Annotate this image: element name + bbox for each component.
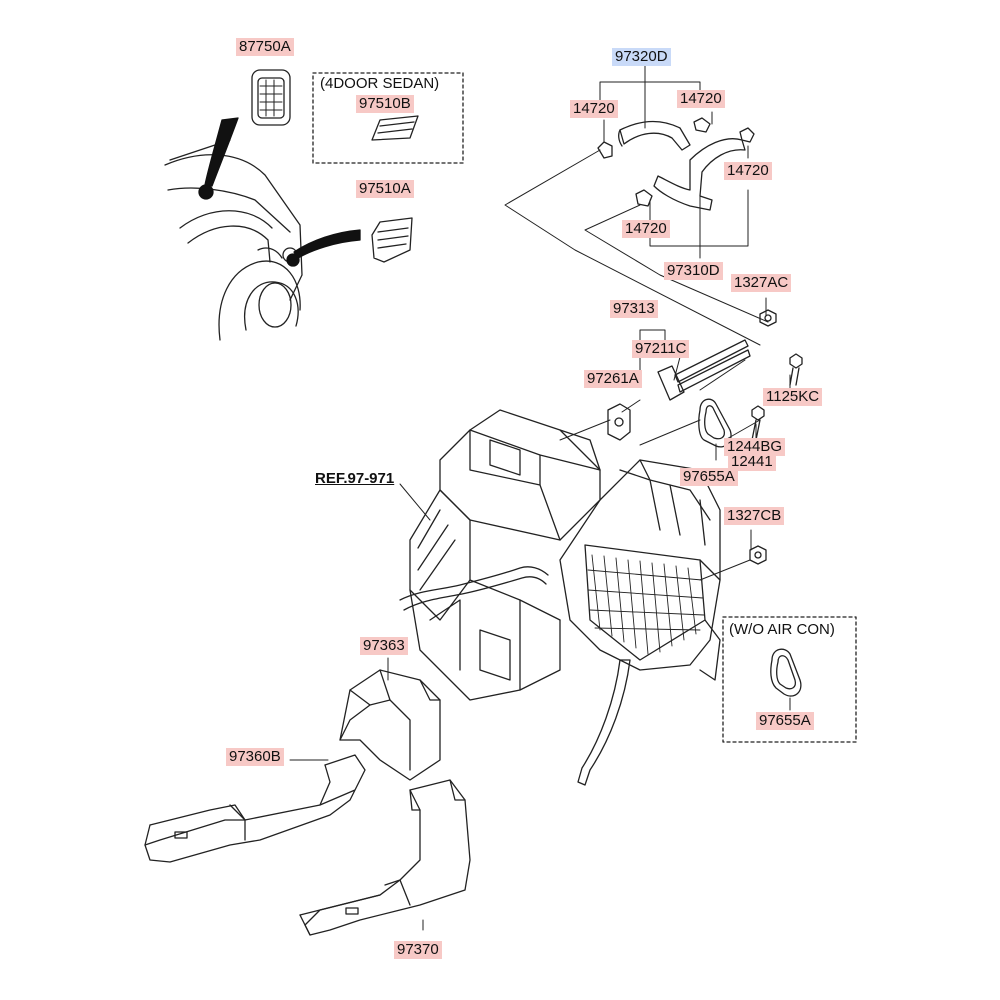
- sedan-option-box: [312, 72, 464, 164]
- label-97510B[interactable]: 97510B: [356, 95, 414, 113]
- grille-87750A: [251, 69, 291, 126]
- duct-97363: [339, 669, 441, 781]
- bolt-1125KC: [789, 353, 803, 386]
- label-97655A[interactable]: 97655A: [680, 468, 738, 486]
- gasket-97655A-alt: [770, 648, 802, 697]
- vent-97510A: [371, 217, 413, 263]
- label-sedan-note: (4DOOR SEDAN): [320, 75, 440, 92]
- label-14720-a[interactable]: 14720: [570, 100, 618, 118]
- duct-97370: [299, 779, 471, 936]
- routing-lines: [504, 149, 769, 581]
- label-1125KC[interactable]: 1125KC: [763, 388, 823, 406]
- hose-97310D: [653, 138, 746, 211]
- label-97261A[interactable]: 97261A: [584, 370, 642, 388]
- hose-97320D: [618, 120, 691, 151]
- nut-1327CB: [749, 545, 767, 565]
- label-14720-c[interactable]: 14720: [724, 162, 772, 180]
- label-1244BG[interactable]: 1244BG: [724, 438, 786, 456]
- label-97310D[interactable]: 97310D: [664, 262, 723, 280]
- vent-97510B: [371, 115, 419, 141]
- car-rear-illustration: [164, 139, 303, 341]
- label-97370[interactable]: 97370: [394, 941, 442, 959]
- screw-1244BG: [751, 405, 765, 441]
- pipes-97211C: [657, 339, 751, 401]
- label-87750A[interactable]: 87750A: [236, 38, 294, 56]
- leader-lines: [289, 59, 791, 931]
- label-1327AC[interactable]: 1327AC: [731, 274, 792, 292]
- label-12441[interactable]: 12441: [728, 453, 776, 471]
- nut-1327AC: [759, 309, 777, 327]
- wo-aircon-option-box: [722, 616, 857, 743]
- label-97655A-alt[interactable]: 97655A: [756, 712, 814, 730]
- label-97360B[interactable]: 97360B: [226, 748, 284, 766]
- duct-97360B: [144, 754, 366, 863]
- label-97211C[interactable]: 97211C: [632, 340, 690, 358]
- label-wo-aircon-note: (W/O AIR CON): [729, 621, 835, 638]
- label-14720-b[interactable]: 14720: [677, 90, 725, 108]
- label-97363[interactable]: 97363: [360, 637, 408, 655]
- label-97313[interactable]: 97313: [610, 300, 658, 318]
- flange-97261A: [607, 403, 631, 441]
- label-ref-97-971[interactable]: REF.97-971: [315, 470, 395, 487]
- callout-arrows: [198, 117, 361, 267]
- label-97510A[interactable]: 97510A: [356, 180, 414, 198]
- label-14720-d[interactable]: 14720: [622, 220, 670, 238]
- heater-unit: [399, 409, 721, 786]
- label-97320D[interactable]: 97320D: [612, 48, 671, 66]
- label-1327CB[interactable]: 1327CB: [724, 507, 785, 525]
